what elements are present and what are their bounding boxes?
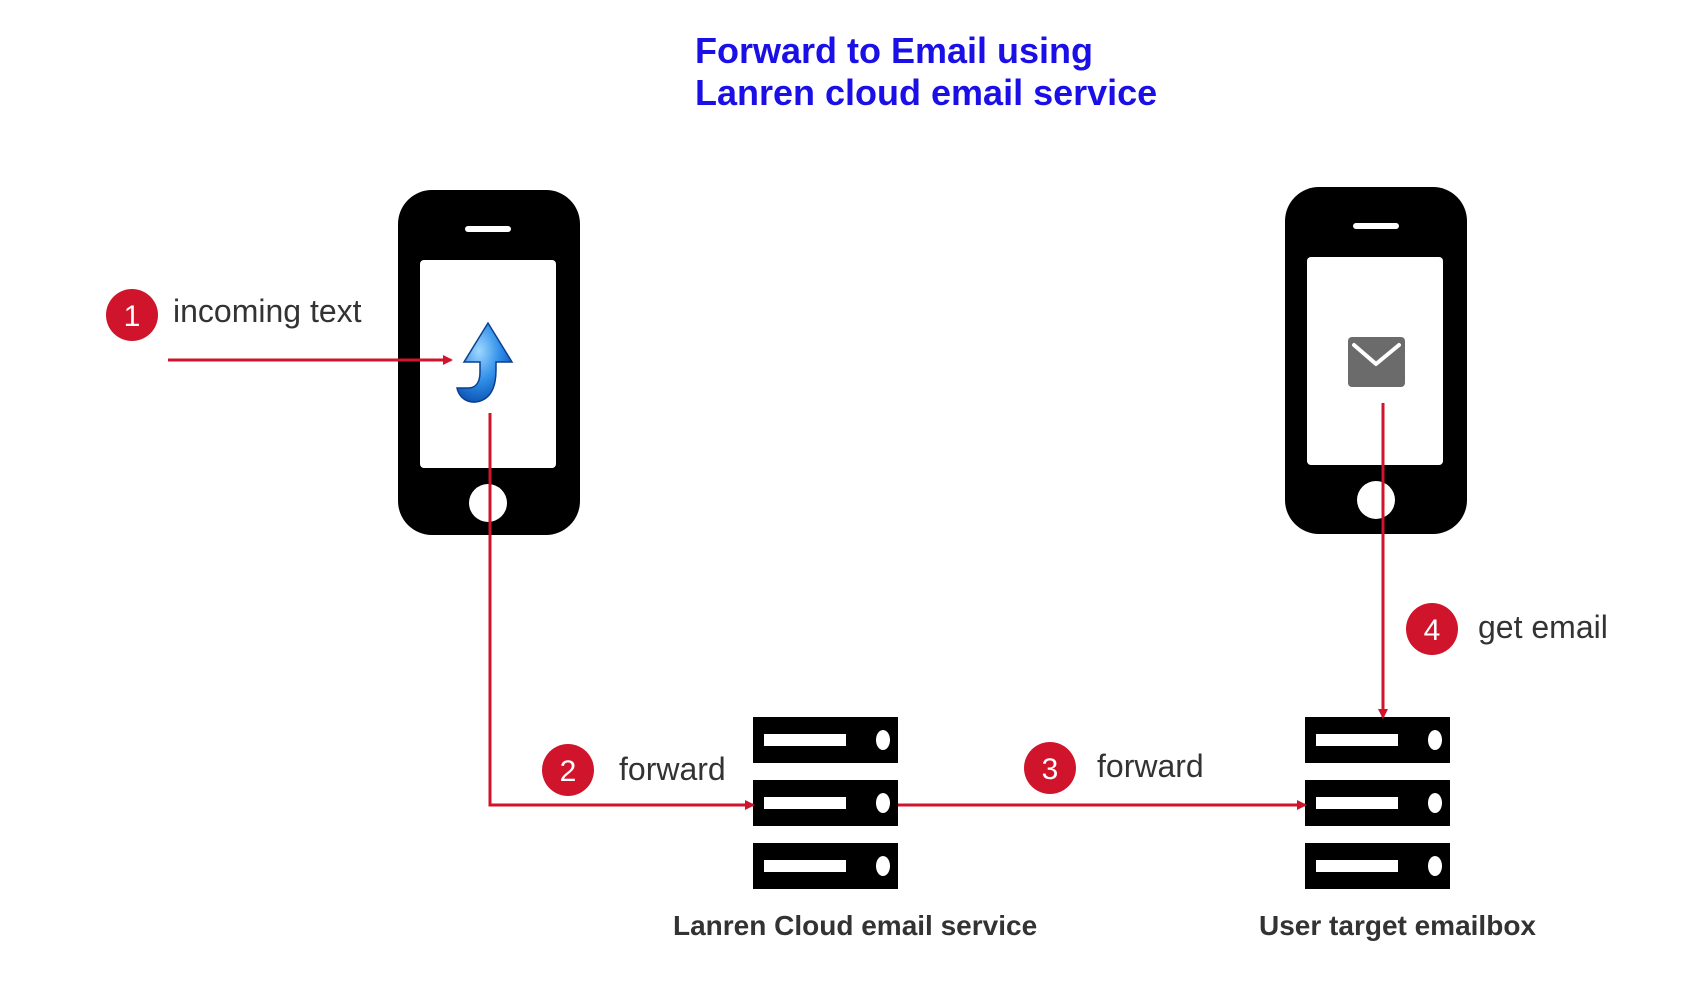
receiver-phone (1285, 187, 1467, 534)
sender-phone-speaker (465, 226, 511, 232)
cloud-server-icon (753, 717, 898, 889)
svg-text:2: 2 (560, 755, 577, 788)
svg-text:1: 1 (124, 300, 141, 333)
step-2-label: forward (619, 751, 726, 787)
title-line-1: Forward to Email using (695, 30, 1094, 71)
title-line-2: Lanren cloud email service (695, 72, 1158, 113)
svg-text:3: 3 (1042, 753, 1059, 786)
step-3-badge: 3 (1024, 742, 1076, 794)
step-2-badge: 2 (542, 744, 594, 796)
step-1-label: incoming text (173, 293, 362, 329)
sender-phone-home-button (469, 484, 507, 522)
step-3-label: forward (1097, 748, 1204, 784)
cloud-server-label: Lanren Cloud email service (673, 910, 1038, 941)
step-4-label: get email (1478, 609, 1608, 645)
svg-text:4: 4 (1424, 614, 1441, 647)
receiver-phone-home-button (1357, 481, 1395, 519)
target-server-icon (1305, 717, 1450, 889)
upload-arrow-icon (456, 321, 514, 403)
receiver-phone-speaker (1353, 223, 1399, 229)
envelope-icon (1348, 337, 1405, 387)
step-4-badge: 4 (1406, 603, 1458, 655)
arrow-forward-to-cloud (488, 413, 755, 810)
sender-phone (398, 190, 580, 535)
target-server-label: User target emailbox (1259, 910, 1536, 941)
diagram-title: Forward to Email using Lanren cloud emai… (695, 30, 1157, 114)
step-1-badge: 1 (106, 289, 158, 341)
